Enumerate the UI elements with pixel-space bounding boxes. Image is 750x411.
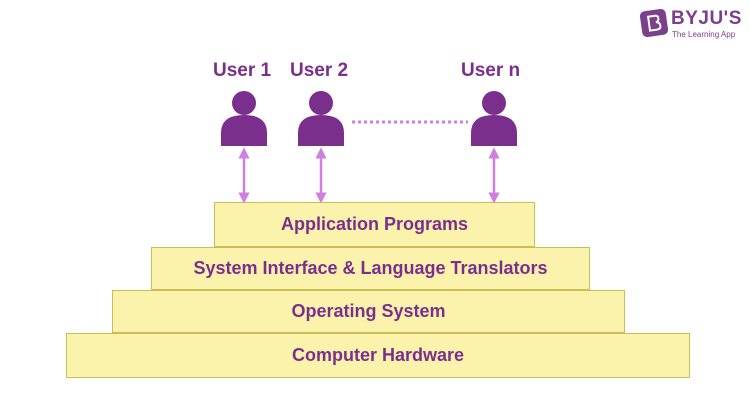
logo-name: BYJU'S — [671, 8, 742, 29]
user-2-label: User 2 — [290, 60, 349, 81]
user-1-label: User 1 — [213, 60, 272, 81]
layer-computer-hardware: Computer Hardware — [66, 333, 690, 378]
byjus-logo: BYJU'S The Learning App — [639, 8, 742, 40]
layer-system-interface: System Interface & Language Translators — [151, 247, 590, 290]
logo-tagline: The Learning App — [672, 30, 736, 39]
user-icon — [221, 91, 267, 146]
user-n-label: User n — [461, 60, 521, 81]
logo-badge-icon — [639, 8, 669, 38]
user-icon — [298, 91, 344, 146]
layer-operating-system: Operating System — [112, 290, 625, 333]
layer-application-programs: Application Programs — [214, 202, 535, 247]
user-icon — [471, 91, 517, 146]
